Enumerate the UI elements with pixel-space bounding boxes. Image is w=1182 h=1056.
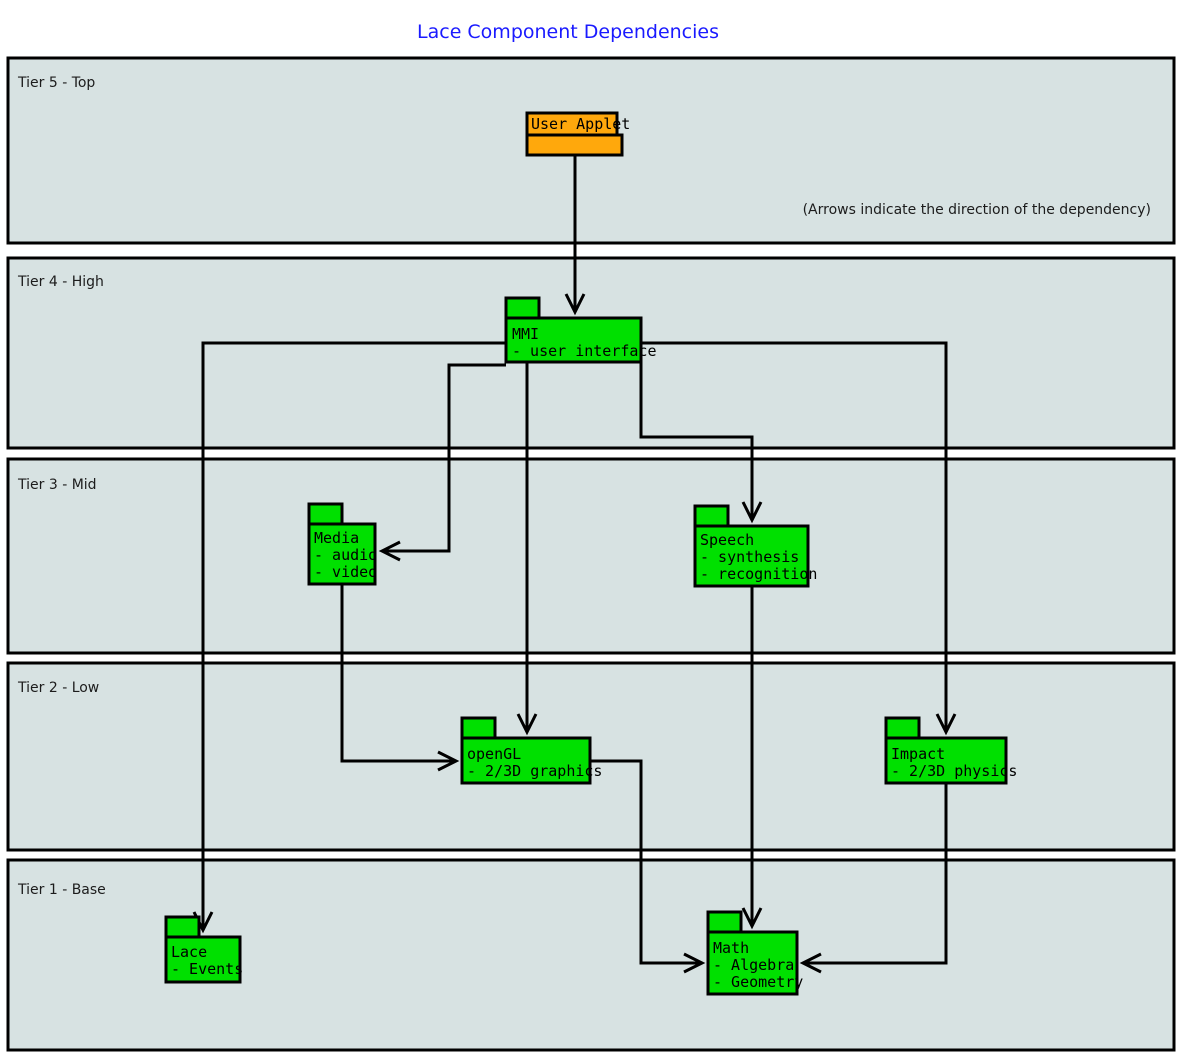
package-speech[interactable]: Speech- synthesis- recognition: [693, 504, 817, 588]
package-name-speech: Speech: [700, 531, 754, 549]
package-tab-opengl: [460, 716, 497, 740]
package-tab-lace: [164, 915, 201, 939]
package-detail-math-1: - Algebra: [713, 956, 794, 974]
tier-label-tier1: Tier 1 - Base: [17, 882, 106, 898]
package-name-user-applet: User Applet: [531, 115, 630, 133]
package-user-applet[interactable]: User Applet: [525, 111, 630, 157]
edge-line-mmi-to-lace: [201, 341, 506, 928]
edge-line-mmi-to-impact: [641, 341, 948, 730]
arrowhead-icon-speech-to-math: [741, 907, 763, 930]
edge-line-mmi-to-speech: [639, 343, 754, 518]
package-body-speech: [693, 524, 810, 588]
package-body-math: [706, 930, 799, 996]
package-body-media: [307, 522, 377, 586]
tier-label-tier2: Tier 2 - Low: [17, 680, 99, 696]
edge-mmi-to-media: [378, 363, 506, 562]
arrowhead-icon-mmi-to-opengl: [516, 713, 538, 736]
edge-line-mmi-to-media: [384, 363, 506, 553]
package-impact[interactable]: Impact- 2/3D physics: [884, 716, 1017, 785]
package-detail-speech-2: - recognition: [700, 565, 817, 583]
package-body-user-applet: [525, 133, 624, 157]
dependency-edge-layer: [192, 155, 957, 974]
tier-label-tier4: Tier 4 - High: [17, 274, 104, 290]
arrowhead-icon-mmi-to-media: [378, 540, 401, 562]
arrowhead-icon-user-applet-to-mmi: [564, 293, 586, 316]
edge-opengl-to-math: [590, 759, 706, 974]
page-title: Lace Component Dependencies: [417, 21, 719, 43]
edge-mmi-to-speech: [639, 343, 763, 524]
package-body-opengl: [460, 736, 592, 785]
package-detail-math-2: - Geometry: [713, 973, 803, 991]
package-name-mmi: MMI: [512, 325, 539, 343]
package-opengl[interactable]: openGL- 2/3D graphics: [460, 716, 602, 785]
legend-note: (Arrows indicate the direction of the de…: [803, 202, 1151, 218]
package-name-impact: Impact: [891, 745, 945, 763]
edge-line-impact-to-math: [805, 783, 948, 965]
package-tab-impact: [884, 716, 921, 740]
package-name-lace: Lace: [171, 943, 207, 961]
edge-media-to-opengl: [340, 584, 460, 772]
arrowhead-icon-mmi-to-speech: [741, 501, 763, 524]
package-tab-speech: [693, 504, 730, 528]
package-detail-media-1: - audio: [314, 546, 377, 564]
edge-impact-to-math: [799, 783, 948, 974]
edge-mmi-to-opengl: [516, 362, 538, 736]
package-mmi[interactable]: MMI- user interface: [504, 296, 657, 364]
package-detail-impact-1: - 2/3D physics: [891, 762, 1017, 780]
package-detail-mmi-1: - user interface: [512, 342, 657, 360]
package-detail-opengl-1: - 2/3D graphics: [467, 762, 602, 780]
package-detail-lace-1: - Events: [171, 960, 243, 978]
edge-user-applet-to-mmi: [564, 155, 586, 316]
tier-rect-tier3: [6, 457, 1176, 655]
package-math[interactable]: Math- Algebra- Geometry: [706, 910, 803, 996]
arrowhead-icon-opengl-to-math: [683, 952, 706, 974]
package-lace[interactable]: Lace- Events: [164, 915, 243, 984]
package-tab-mmi: [504, 296, 541, 320]
package-name-opengl: openGL: [467, 745, 521, 763]
edge-line-opengl-to-math: [590, 759, 700, 965]
package-tab-media: [307, 502, 344, 526]
package-name-math: Math: [713, 939, 749, 957]
edge-line-media-to-opengl: [340, 584, 454, 763]
tier-label-tier5: Tier 5 - Top: [17, 75, 95, 91]
package-name-media: Media: [314, 529, 359, 547]
package-body-mmi: [504, 316, 643, 364]
package-body-lace: [164, 935, 242, 984]
package-detail-media-2: - video: [314, 563, 377, 581]
arrowhead-icon-media-to-opengl: [437, 750, 460, 772]
package-media[interactable]: Media- audio- video: [307, 502, 377, 586]
tier-group-tier3: Tier 3 - Mid: [6, 457, 1176, 655]
package-detail-speech-1: - synthesis: [700, 548, 799, 566]
package-tab-math: [706, 910, 743, 934]
package-body-impact: [884, 736, 1008, 785]
arrowhead-icon-mmi-to-impact: [935, 713, 957, 736]
tier-label-tier3: Tier 3 - Mid: [17, 477, 97, 493]
edge-speech-to-math: [741, 586, 763, 930]
edge-mmi-to-impact: [641, 341, 957, 736]
arrowhead-icon-impact-to-math: [799, 952, 822, 974]
